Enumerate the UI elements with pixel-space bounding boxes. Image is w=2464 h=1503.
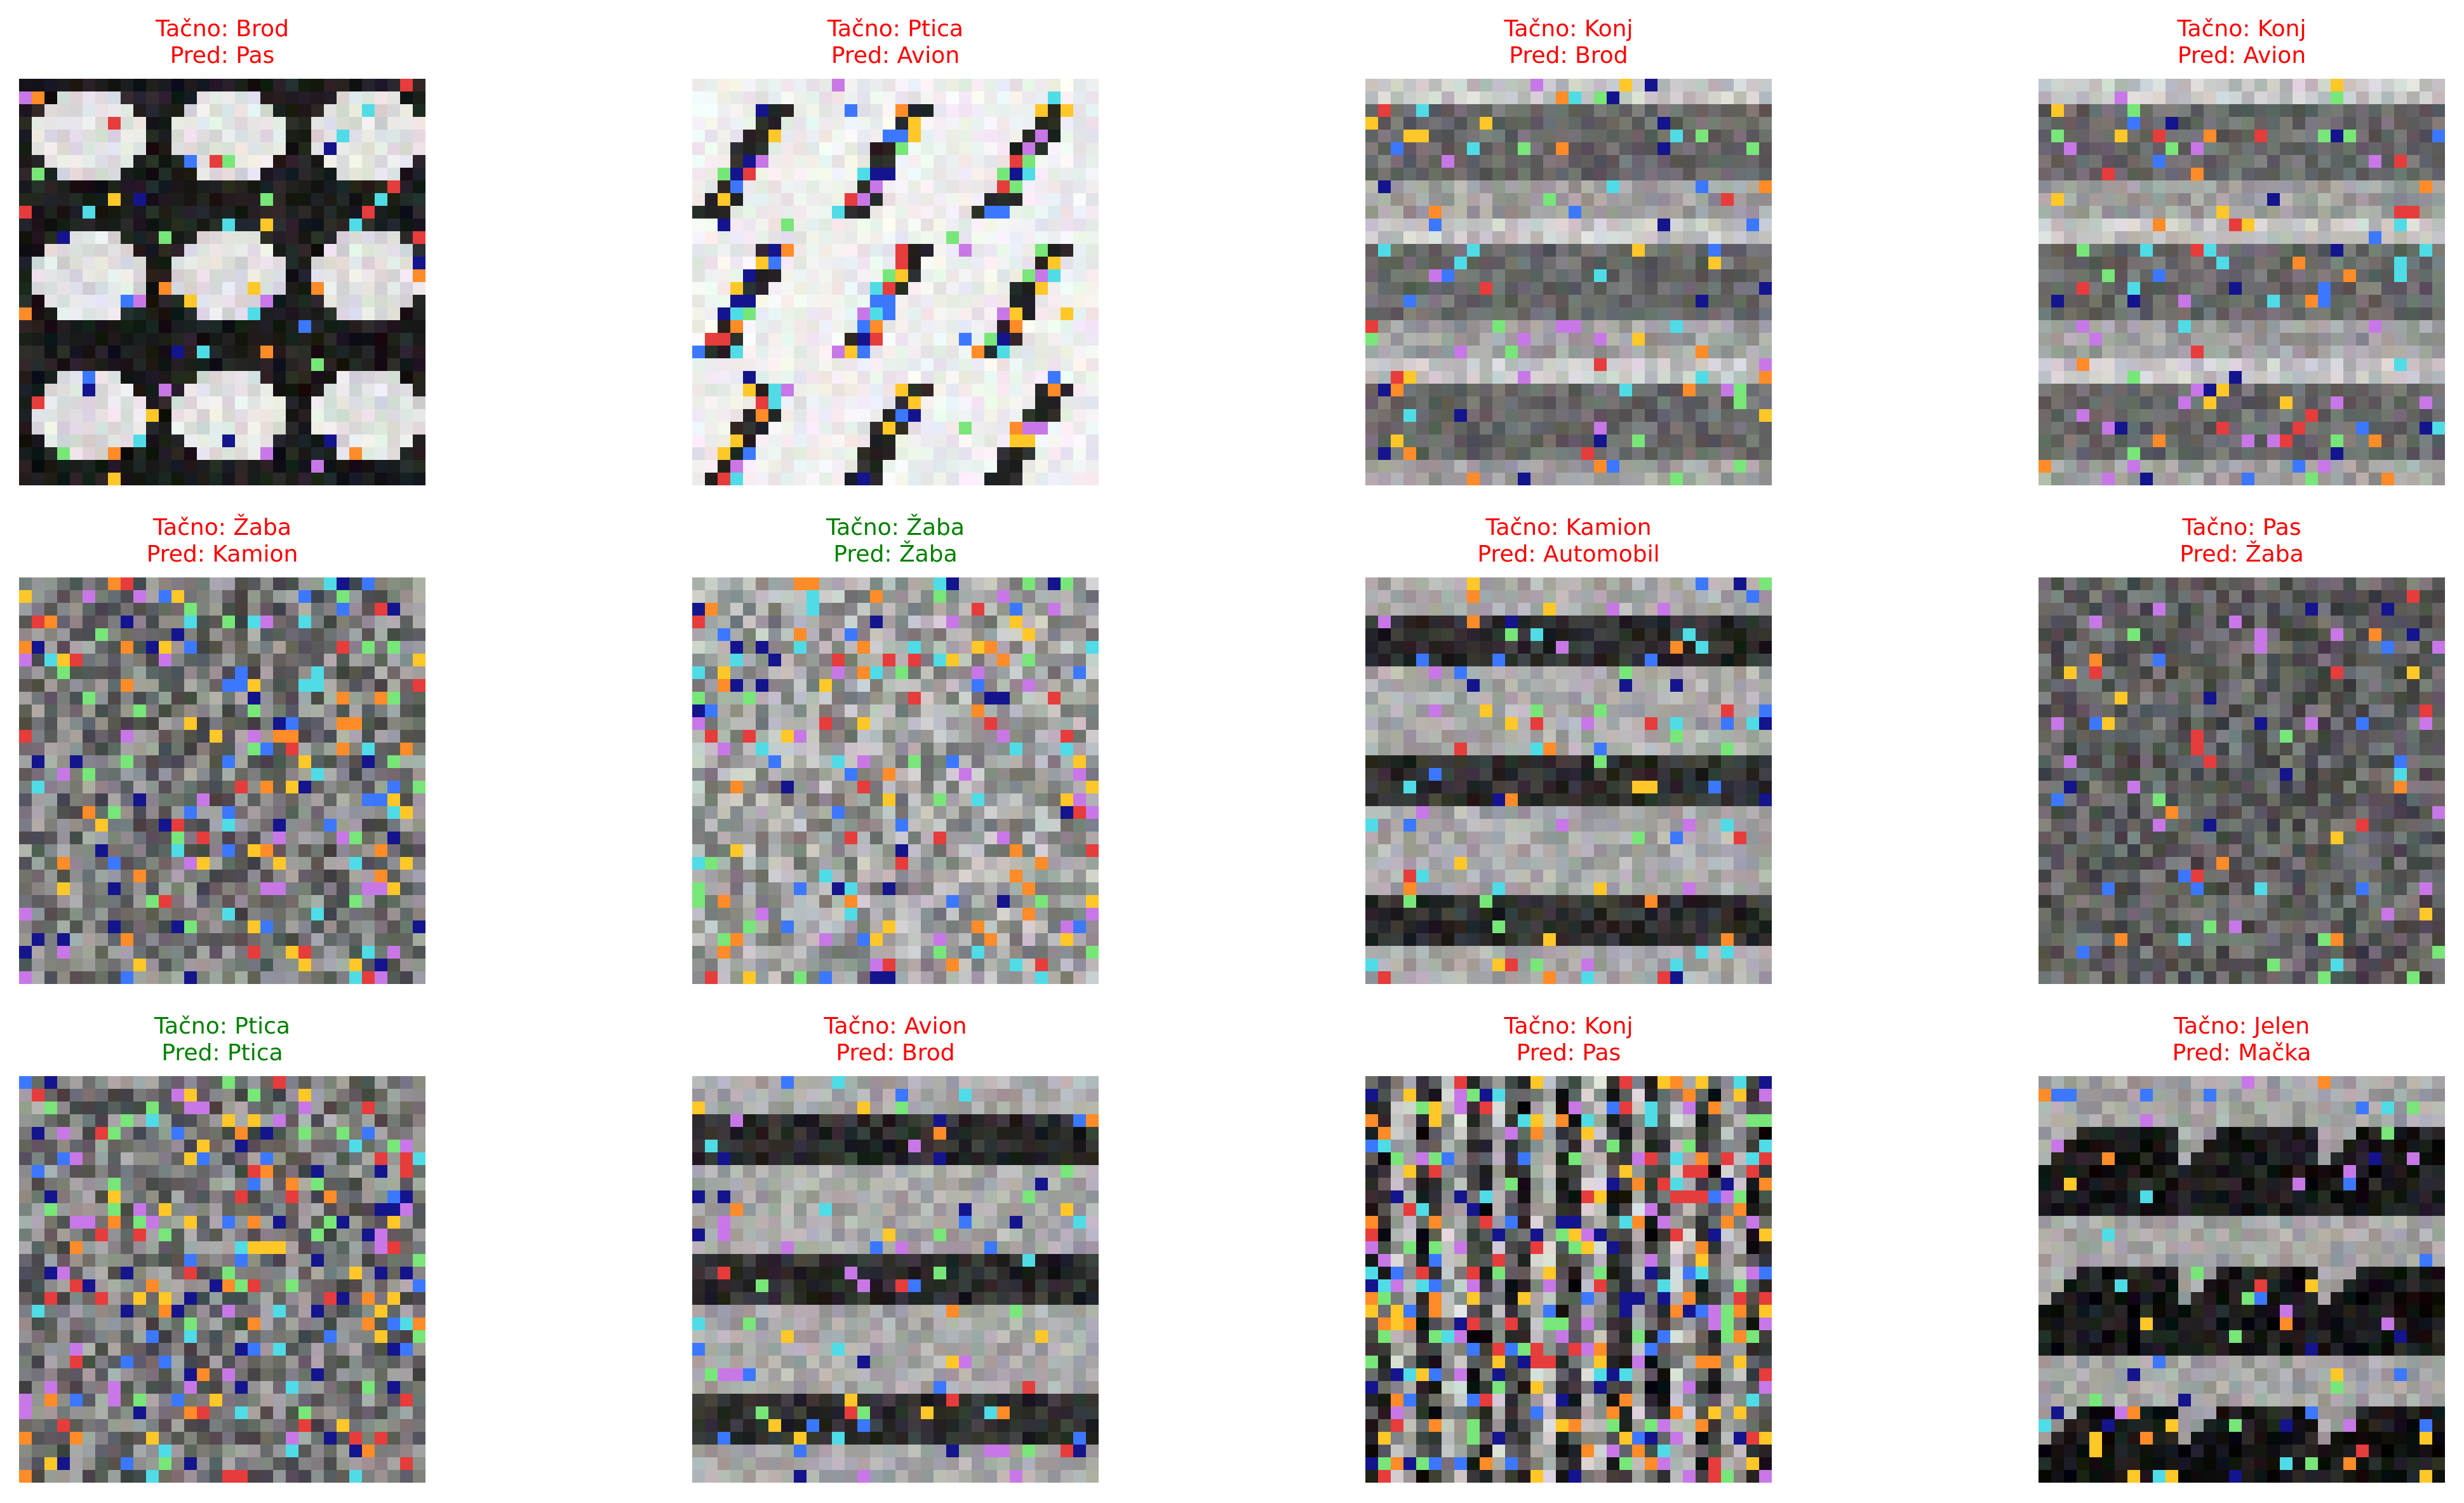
true-label: Tačno: Žaba — [153, 515, 291, 541]
sample-image — [692, 577, 1099, 984]
sample-image — [692, 79, 1099, 485]
true-label: Tačno: Ptica — [827, 16, 963, 42]
sample-image — [692, 1076, 1099, 1483]
sample-image — [19, 79, 425, 485]
predicted-label: Pred: Pas — [170, 43, 275, 69]
predicted-label: Pred: Brod — [836, 1040, 955, 1066]
true-label: Tačno: Konj — [1504, 1013, 1633, 1039]
predicted-label: Pred: Kamion — [146, 541, 298, 567]
predicted-label: Pred: Žaba — [833, 541, 958, 567]
true-label: Tačno: Pas — [2182, 515, 2301, 541]
predicted-label: Pred: Žaba — [2179, 541, 2304, 567]
true-label: Tačno: Jelen — [2173, 1013, 2310, 1039]
sample-image — [19, 577, 425, 984]
predicted-label: Pred: Avion — [2177, 43, 2307, 69]
true-label: Tačno: Konj — [1504, 16, 1633, 42]
sample-image — [1365, 79, 1772, 485]
sample-image — [1365, 577, 1772, 984]
predicted-label: Pred: Avion — [831, 43, 960, 69]
predicted-label: Pred: Brod — [1509, 43, 1628, 69]
true-label: Tačno: Avion — [824, 1013, 967, 1039]
predicted-label: Pred: Ptica — [161, 1040, 283, 1066]
true-label: Tačno: Ptica — [154, 1013, 290, 1039]
predicted-label: Pred: Automobil — [1477, 541, 1660, 567]
sample-image — [1365, 1076, 1772, 1483]
true-label: Tačno: Konj — [2177, 16, 2307, 42]
predicted-label: Pred: Pas — [1516, 1040, 1621, 1066]
true-label: Tačno: Žaba — [826, 515, 965, 541]
true-label: Tačno: Brod — [156, 16, 289, 42]
sample-image — [2039, 79, 2445, 485]
sample-image — [2039, 1076, 2445, 1483]
predicted-label: Pred: Mačka — [2172, 1040, 2312, 1066]
sample-image — [2039, 577, 2445, 984]
sample-image — [19, 1076, 425, 1483]
true-label: Tačno: Kamion — [1485, 515, 1652, 541]
